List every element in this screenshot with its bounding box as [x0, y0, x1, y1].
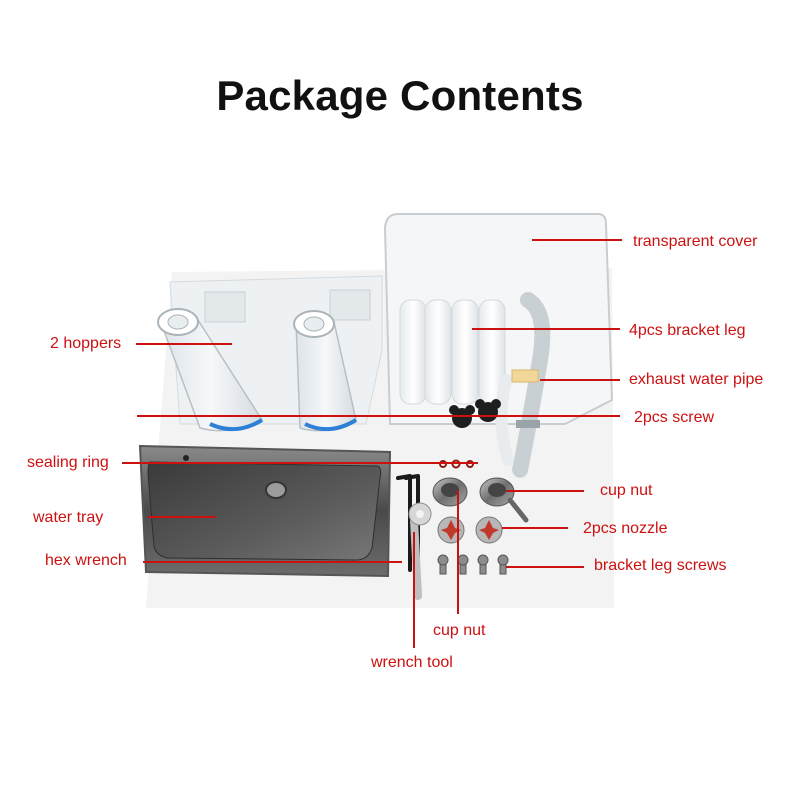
- water-tray: [138, 444, 392, 578]
- label-transparent-cover: transparent cover: [633, 233, 758, 250]
- label-bracket-leg-screws: bracket leg screws: [594, 557, 727, 574]
- bracket-legs: [399, 299, 506, 405]
- label-wrench-tool: wrench tool: [371, 654, 453, 671]
- label-nozzle: 2pcs nozzle: [583, 520, 668, 537]
- label-hex-wrench: hex wrench: [45, 552, 127, 569]
- hopper-left: [157, 308, 264, 432]
- page-title: Package Contents: [216, 72, 584, 119]
- label-water-tray: water tray: [33, 509, 104, 526]
- label-cup-nut-bottom: cup nut: [433, 622, 486, 639]
- exhaust-water-pipe: [495, 292, 551, 478]
- sealing-rings: [439, 459, 474, 469]
- label-bracket-leg: 4pcs bracket leg: [629, 322, 746, 339]
- black-screw-knobs: [449, 399, 501, 428]
- label-screw: 2pcs screw: [634, 409, 715, 426]
- label-exhaust-water-pipe: exhaust water pipe: [629, 371, 764, 388]
- bracket-leg-screws: [437, 554, 509, 575]
- hopper-right: [293, 310, 358, 432]
- label-cup-nut-top: cup nut: [600, 482, 653, 499]
- label-hoppers: 2 hoppers: [50, 335, 122, 352]
- label-sealing-ring: sealing ring: [27, 454, 109, 471]
